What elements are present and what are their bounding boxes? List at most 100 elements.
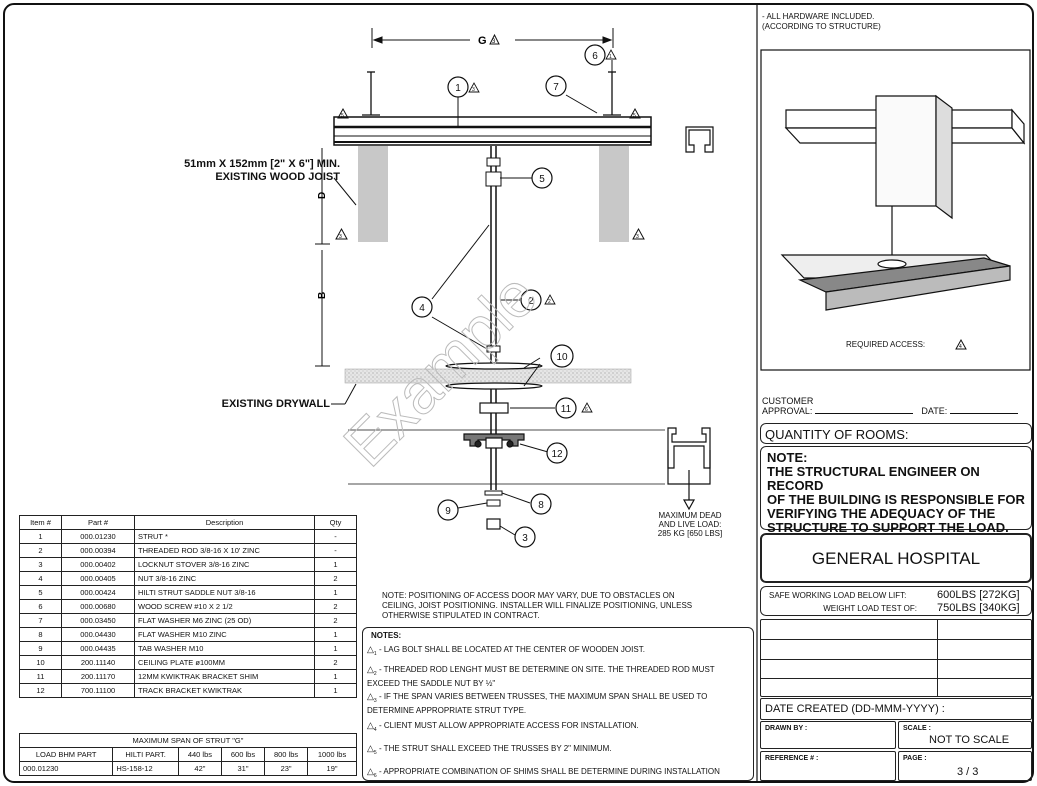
customer-approval: CUSTOMER APPROVAL: DATE: [762, 396, 1030, 416]
note-3-text: - IF THE SPAN VARIES BETWEEN TRUSSES, TH… [378, 692, 708, 701]
strut [333, 116, 652, 146]
parts-cell-item: 5 [19, 585, 62, 600]
note-3-text-2: DETERMINE APPROPRIATE STRUT TYPE. [367, 705, 527, 715]
note-2-mark: 2 [373, 670, 377, 677]
rev-mark-c11: 6 [585, 407, 588, 413]
note-2-triangle: △2 [367, 664, 377, 677]
rev-triangle-callout-2 [544, 294, 556, 305]
span-header-800: 800 lbs [264, 747, 309, 762]
parts-cell-description: TRACK BRACKET KWIKTRAK [134, 683, 315, 698]
parts-cell-part: 000.00680 [61, 599, 135, 614]
swl-label: SAFE WORKING LOAD BELOW LIFT: [769, 591, 907, 600]
span-cell-hilti-part: HS-158-12 [112, 761, 179, 776]
approval-signature-line[interactable] [814, 413, 913, 414]
revision-grid-line-2 [761, 659, 1031, 660]
note-6: △6 - APPROPRIATE COMBINATION OF SHIMS SH… [367, 766, 720, 781]
date-created-label: DATE CREATED (DD-MMM-YYYY) : [765, 703, 945, 715]
approval-date-label: DATE: [921, 406, 948, 416]
note-5: △5 - THE STRUT SHALL EXCEED THE TRUSSES … [367, 743, 611, 758]
callout-bubble-7 [545, 75, 567, 97]
page-value: 3 / 3 [957, 766, 979, 778]
reference-box: REFERENCE # : [760, 751, 896, 781]
wood-joist-right [599, 146, 629, 242]
isometric-view [780, 94, 1026, 311]
project-name-box: GENERAL HOSPITAL [760, 533, 1032, 583]
wood-joist-left [358, 146, 388, 242]
rev-triangle-callout-1 [468, 82, 480, 93]
rev-triangle-3c [632, 227, 645, 240]
parts-cell-description: WOOD SCREW #10 X 2 1/2 [134, 599, 315, 614]
parts-cell-item: 9 [19, 641, 62, 656]
positioning-note: NOTE: POSITIONING OF ACCESS DOOR MAY VAR… [382, 591, 692, 621]
note-3-triangle: △3 [367, 691, 377, 704]
rev-triangle-callout-11 [581, 402, 593, 413]
callout-bubble-10 [550, 344, 574, 368]
ceiling-plate-bottom [445, 382, 543, 390]
rev-mark-access: 4 [959, 344, 962, 350]
date-created-box: DATE CREATED (DD-MMM-YYYY) : [760, 698, 1032, 720]
parts-header-item: Item # [19, 515, 62, 530]
wlt-label: WEIGHT LOAD TEST OF: [823, 604, 917, 613]
engineer-note-box: NOTE: THE STRUCTURAL ENGINEER ON RECORD … [760, 446, 1032, 535]
callout-bubble-6 [584, 44, 606, 66]
quantity-of-rooms-label: QUANTITY OF ROOMS: [765, 427, 909, 442]
parts-cell-item: 11 [19, 669, 62, 684]
dim-d-label: D [317, 192, 328, 199]
span-header-row: LOAD BHM PART HILTI PART. 440 lbs 600 lb… [18, 747, 357, 762]
parts-cell-part: 200.11170 [61, 669, 135, 684]
parts-cell-item: 8 [19, 627, 62, 642]
callout-bubble-3 [514, 526, 536, 548]
hardware-note-2: (ACCORDING TO STRUCTURE) [762, 22, 881, 31]
track-profile [667, 427, 711, 511]
note-4: △4 - CLIENT MUST ALLOW APPROPRIATE ACCES… [367, 720, 639, 735]
rev-triangle-3a [489, 33, 500, 45]
scale-value: NOT TO SCALE [929, 734, 1010, 746]
parts-cell-part: 000.01230 [61, 529, 135, 544]
dimension-d-b [315, 148, 330, 367]
callout-3: 3 [522, 533, 528, 544]
note-2: △2 - THREADED ROD LENGHT MUST BE DETERMI… [367, 664, 715, 689]
span-table: MAXIMUM SPAN OF STRUT "G" LOAD BHM PART … [18, 733, 357, 776]
parts-cell-part: 000.03450 [61, 613, 135, 628]
hardware-note: - ALL HARDWARE INCLUDED. (ACCORDING TO S… [762, 12, 881, 32]
rev-triangle-access [955, 338, 967, 350]
note-5-mark: 5 [373, 749, 377, 756]
parts-cell-part: 700.11100 [61, 683, 135, 698]
note-4-mark: 4 [373, 726, 377, 733]
parts-cell-part: 000.00402 [61, 557, 135, 572]
load-rating-box: SAFE WORKING LOAD BELOW LIFT: 600LBS [27… [760, 586, 1032, 616]
callout-10: 10 [556, 352, 568, 363]
parts-cell-part: 200.11140 [61, 655, 135, 670]
note-3: △3 - IF THE SPAN VARIES BETWEEN TRUSSES,… [367, 691, 707, 716]
track-bracket [463, 433, 525, 449]
span-header-1000: 1000 lbs [307, 747, 357, 762]
joist-label-1: 51mm X 152mm [2" X 6"] MIN. [184, 158, 340, 170]
parts-cell-description: CEILING PLATE ø100MM [134, 655, 315, 670]
scale-box: SCALE : NOT TO SCALE [898, 721, 1032, 749]
callout-bubble-8 [530, 493, 552, 515]
parts-cell-part: 000.00405 [61, 571, 135, 586]
flat-washer-m10 [484, 490, 503, 496]
parts-cell-description: FLAT WASHER M10 ZINC [134, 627, 315, 642]
rev-mark-c2: 2 [548, 299, 551, 305]
callout-2: 2 [528, 296, 534, 307]
page-box: PAGE : 3 / 3 [898, 751, 1032, 781]
note-1-text: - LAG BOLT SHALL BE LOCATED AT THE CENTE… [378, 645, 645, 654]
parts-cell-item: 3 [19, 557, 62, 572]
approval-date-line[interactable] [949, 413, 1018, 414]
revision-grid [760, 619, 1032, 697]
note-5-triangle: △5 [367, 743, 377, 756]
rev-triangle-5a [337, 107, 349, 119]
parts-cell-item: 10 [19, 655, 62, 670]
span-cell-load-part: 000.01230 [18, 761, 114, 776]
scale-label: SCALE : [903, 725, 931, 732]
rev-mark-5a: 5 [341, 113, 344, 119]
positioning-note-2: CEILING, JOIST POSITIONING. INSTALLER WI… [382, 601, 693, 610]
rev-mark-3c: 3 [636, 234, 639, 240]
